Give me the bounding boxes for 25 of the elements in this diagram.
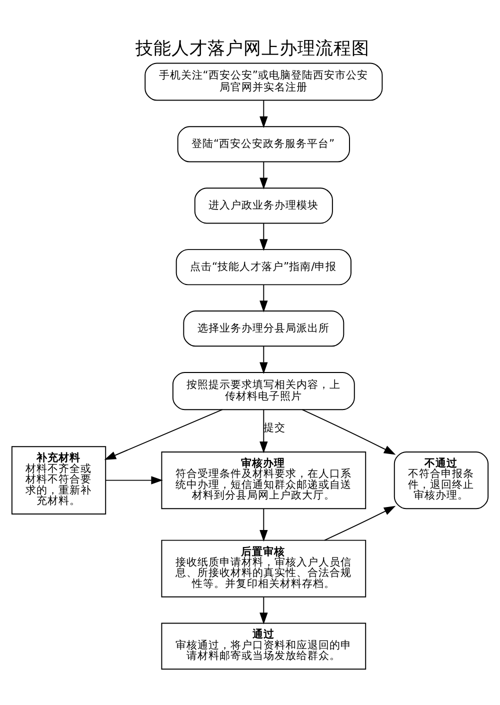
arrow: [260, 409, 268, 454]
arrow: [106, 476, 163, 484]
node-box: 通过 审核通过，将户口资料和应退回的申请材料邮寄或当场发放给群众。: [161, 622, 366, 670]
node-box: 补充材料 材料不齐全或材料不符合要求的，重新补充材料。: [11, 446, 106, 514]
arrow: [104, 409, 223, 460]
node-box: 后置审核 接收纸质申请材料，审核入户人员信息、所接收材料的真实性、合法合规性等。并复印相关材料存档。: [161, 540, 366, 598]
arrow: [260, 284, 268, 312]
arrow: [260, 162, 268, 190]
node-box: 审核办理 符合受理条件及材料要求，在人口系统中办理，短信通知群众邮递或自送材料到分县局网上户政大厅。: [161, 452, 366, 510]
arrow: [260, 596, 268, 624]
node-box: 按照提示要求填写相关内容，上传材料电子照片: [172, 372, 355, 410]
edge-label: 提交: [264, 420, 286, 434]
arrow: [302, 409, 396, 455]
node-box: 登陆“西安公安政务服务平台”: [177, 126, 350, 162]
diagram-title: 技能人才落户网上办理流程图: [135, 38, 370, 59]
node-box: 不通过 不符合申报条件，退回终止审核办理。: [394, 452, 489, 510]
node-box: 手机关注“西安公安”或电脑登陆西安市公安局官网并实名注册: [144, 62, 383, 101]
arrow: [260, 346, 268, 374]
node-box: 进入户政业务办理模块: [194, 188, 333, 224]
node-box: 选择业务办理分县局派出所: [183, 310, 344, 347]
arrow: [324, 506, 396, 541]
node-box: 点击“技能人才落户”指南/申报: [176, 249, 352, 286]
arrow: [260, 508, 268, 542]
arrow: [260, 100, 268, 128]
arrow: [260, 223, 268, 251]
